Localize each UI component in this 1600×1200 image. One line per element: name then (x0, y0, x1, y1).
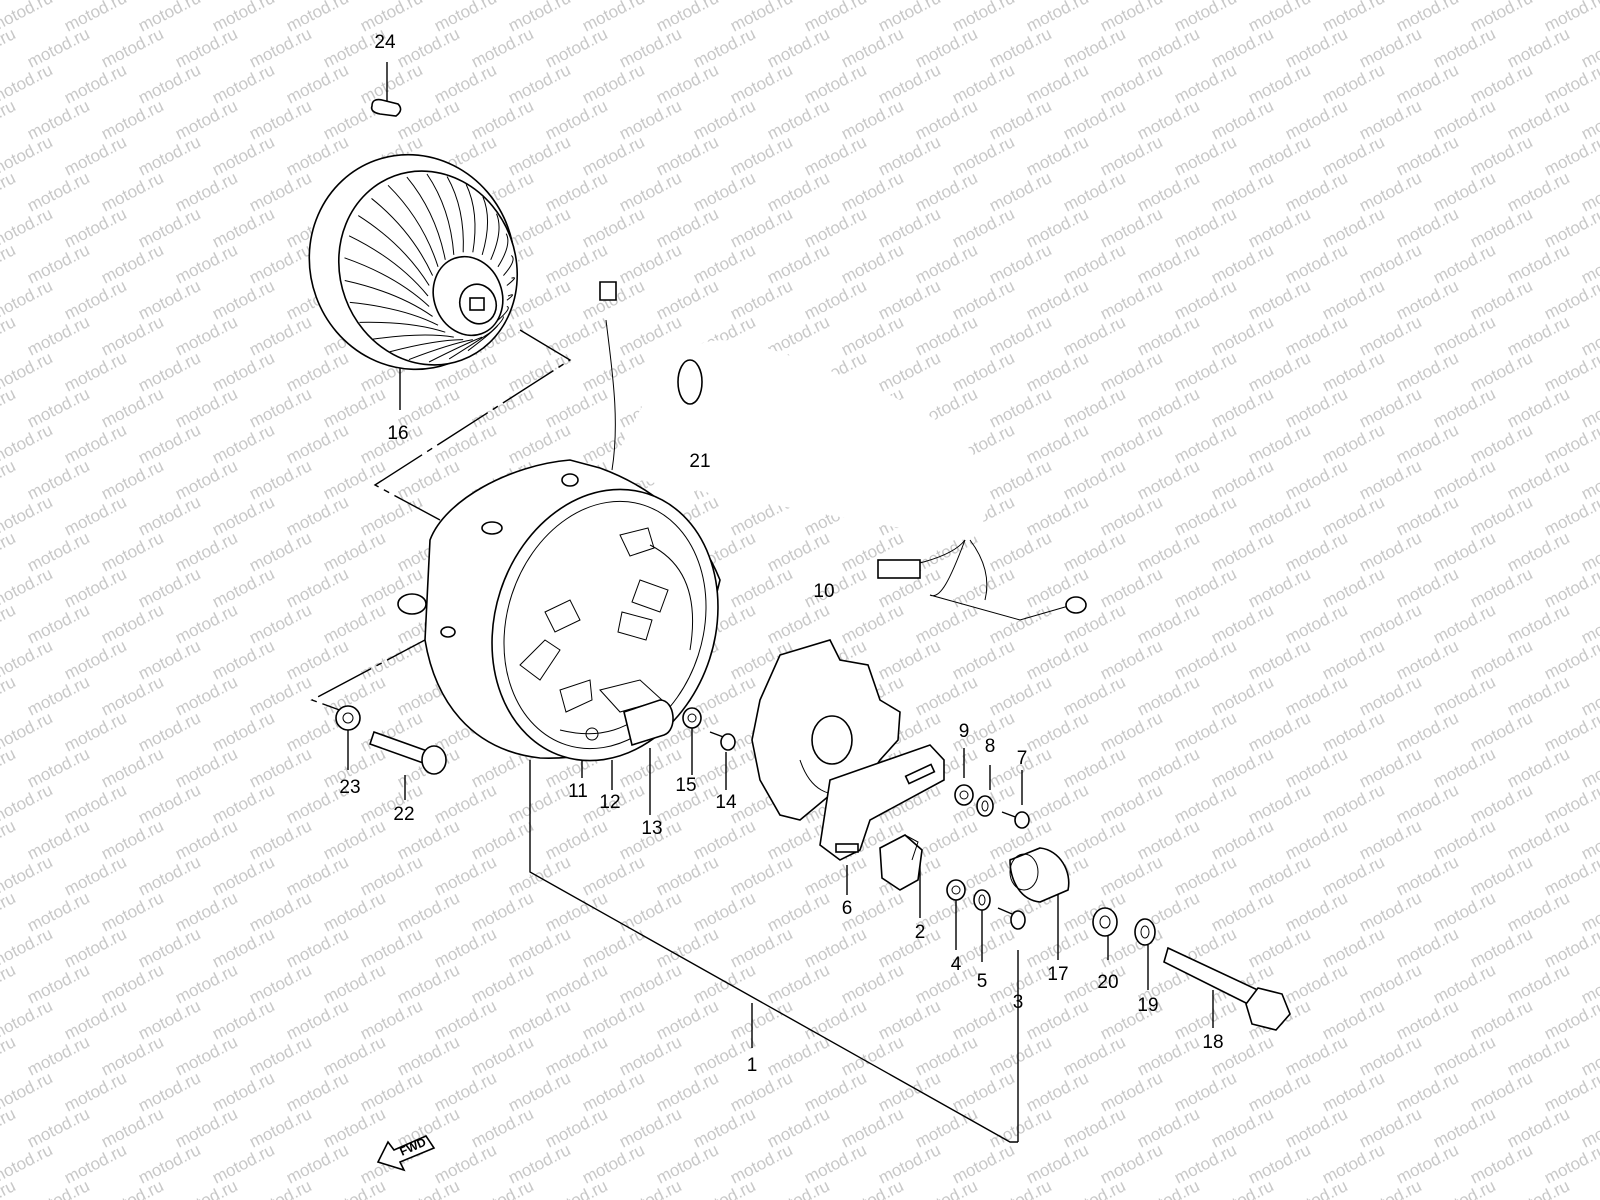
part-label-9: 9 (959, 721, 970, 742)
part-label-23: 23 (339, 777, 360, 798)
fasteners (335, 705, 1291, 1031)
part-label-18: 18 (1202, 1032, 1223, 1053)
part-label-22: 22 (393, 804, 414, 825)
leader-lines (310, 62, 1214, 1143)
wiring-harness (599, 281, 1087, 621)
part-label-3: 3 (1013, 992, 1024, 1013)
part-label-20: 20 (1097, 972, 1118, 993)
part-label-12: 12 (599, 792, 620, 813)
part-label-5: 5 (977, 971, 988, 992)
part-label-1: 1 (747, 1055, 758, 1076)
part-label-7: 7 (1017, 748, 1028, 769)
part-label-19: 19 (1137, 995, 1158, 1016)
brush-holder-icon (879, 834, 923, 891)
rotor-icon (308, 153, 519, 371)
part-label-14: 14 (715, 792, 737, 813)
part-label-4: 4 (951, 954, 962, 975)
part-label-17: 17 (1047, 964, 1068, 985)
part-labels: 1 2 3 4 5 6 7 8 9 10 11 12 13 14 15 16 1… (339, 32, 1223, 1076)
grommet-icon (677, 359, 703, 405)
part-label-10: 10 (813, 581, 834, 602)
part-label-2: 2 (915, 922, 926, 943)
part-label-13: 13 (641, 818, 662, 839)
part-label-24: 24 (374, 32, 396, 53)
part-label-16: 16 (387, 423, 408, 444)
part-label-11: 11 (568, 781, 588, 802)
generator-housing (397, 459, 721, 762)
bracket-plate-icon (819, 744, 945, 861)
part-label-15: 15 (675, 775, 696, 796)
part-label-21: 21 (689, 451, 710, 472)
part-label-6: 6 (842, 898, 853, 919)
woodruff-key-icon (370, 98, 402, 117)
part-label-8: 8 (985, 736, 996, 757)
